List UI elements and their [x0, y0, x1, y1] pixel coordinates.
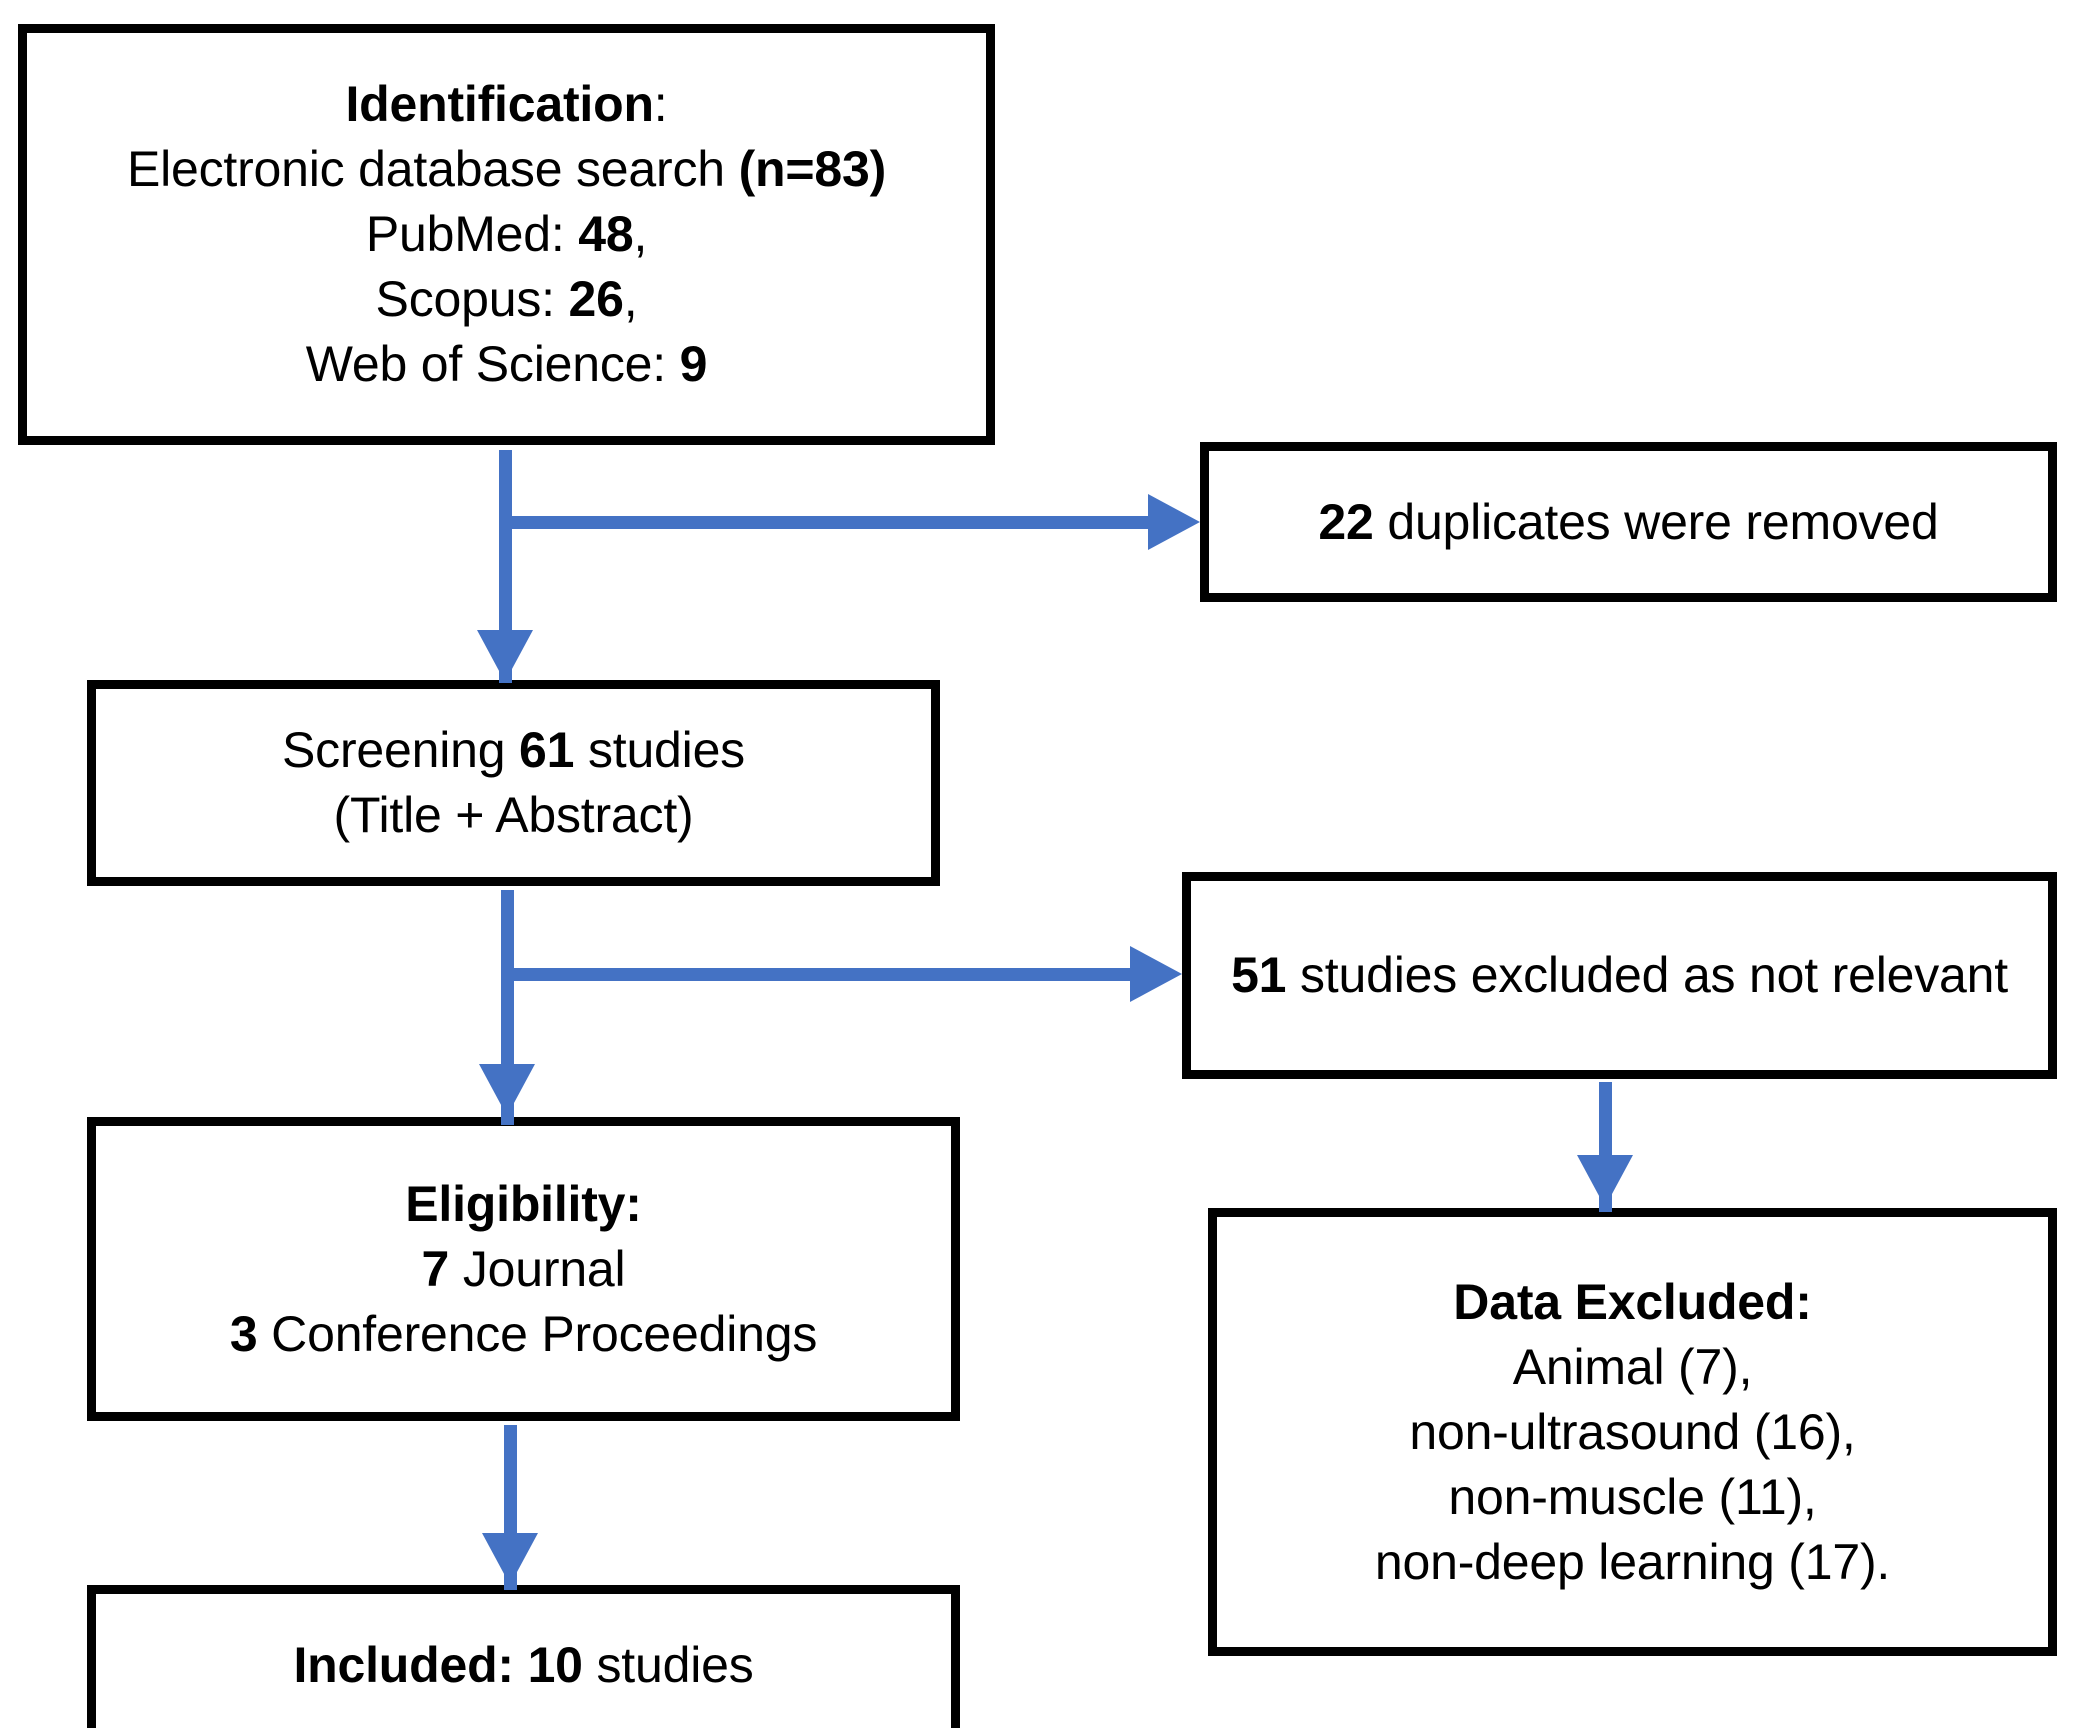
box-included: Included: 10 studies: [87, 1585, 960, 1728]
data-excluded-item-non-muscle: non-muscle (11),: [1448, 1468, 1817, 1525]
identification-search-line: Electronic database search (n=83): [127, 137, 886, 202]
studies-excluded-line: 51 studies excluded as not relevant: [1231, 943, 2008, 1008]
box-eligibility: Eligibility: 7 Journal 3 Conference Proc…: [87, 1117, 960, 1421]
connector-duplicates-line: [505, 516, 1169, 529]
data-excluded-item-non-ultrasound: non-ultrasound (16),: [1409, 1403, 1856, 1460]
screening-count-line: Screening 61 studies: [282, 718, 745, 783]
eligibility-journal-line: 7 Journal: [422, 1237, 626, 1302]
data-excluded-item-non-deep-learning: non-deep learning (17).: [1374, 1533, 1891, 1590]
box-studies-excluded: 51 studies excluded as not relevant: [1182, 872, 2057, 1079]
identification-title-line: Identification:: [345, 72, 667, 137]
identification-wos-label: Web of Science:: [305, 336, 680, 392]
screening-count: 61: [519, 722, 575, 778]
data-excluded-item-animal: Animal (7),: [1512, 1338, 1753, 1395]
identification-search-label: Electronic database search: [126, 141, 739, 197]
screening-studies-label: studies: [574, 722, 745, 778]
eligibility-journal-label: Journal: [449, 1240, 626, 1297]
studies-excluded-label: studies excluded as not relevant: [1286, 947, 2008, 1003]
box-identification: Identification: Electronic database sear…: [18, 24, 995, 445]
box-data-excluded: Data Excluded: Animal (7), non-ultrasoun…: [1208, 1208, 2057, 1656]
arrow-right-icon-to-duplicates: [1148, 494, 1200, 550]
box-duplicates-removed: 22 duplicates were removed: [1200, 442, 2057, 602]
connector-identification-trunk: [499, 450, 512, 683]
identification-pubmed-comma: ,: [633, 206, 648, 262]
identification-title-colon: :: [653, 76, 668, 132]
included-count: 10: [527, 1636, 583, 1693]
arrow-down-icon-to-included: [482, 1533, 538, 1585]
duplicates-count: 22: [1318, 493, 1374, 550]
arrow-down-icon-screening-to-eligibility: [479, 1064, 535, 1116]
arrow-down-icon-identification-to-screening: [477, 630, 533, 682]
duplicates-line: 22 duplicates were removed: [1318, 490, 1938, 555]
identification-pubmed-count: 48: [578, 206, 634, 262]
screening-label: Screening: [282, 722, 520, 778]
box-screening: Screening 61 studies (Title + Abstract): [87, 680, 940, 886]
included-line: Included: 10 studies: [293, 1633, 753, 1698]
eligibility-conference-line: 3 Conference Proceedings: [230, 1302, 817, 1367]
studies-excluded-count: 51: [1231, 947, 1287, 1003]
data-excluded-title: Data Excluded:: [1453, 1273, 1812, 1330]
eligibility-journal-count: 7: [421, 1240, 450, 1297]
identification-wos-line: Web of Science: 9: [305, 332, 708, 397]
identification-pubmed-line: PubMed: 48,: [365, 202, 648, 267]
eligibility-title: Eligibility:: [405, 1175, 642, 1232]
identification-pubmed-label: PubMed:: [365, 206, 579, 262]
included-studies-label: studies: [582, 1636, 754, 1693]
eligibility-conference-label: Conference Proceedings: [257, 1305, 818, 1362]
screening-criteria: (Title + Abstract): [333, 787, 694, 843]
identification-wos-count: 9: [679, 336, 708, 392]
arrow-down-icon-to-data-excluded: [1577, 1155, 1633, 1207]
identification-title: Identification: [345, 76, 654, 132]
identification-scopus-label: Scopus:: [375, 271, 569, 327]
identification-scopus-line: Scopus: 26,: [376, 267, 638, 332]
connector-studies-excluded-line: [507, 968, 1149, 981]
duplicates-label: duplicates were removed: [1373, 493, 1939, 550]
identification-search-count: (n=83): [738, 141, 887, 197]
included-label: Included:: [293, 1636, 528, 1693]
identification-scopus-count: 26: [568, 271, 624, 327]
arrow-right-icon-to-studies-excluded: [1130, 946, 1182, 1002]
eligibility-conference-count: 3: [229, 1305, 258, 1362]
identification-scopus-comma: ,: [623, 271, 638, 327]
